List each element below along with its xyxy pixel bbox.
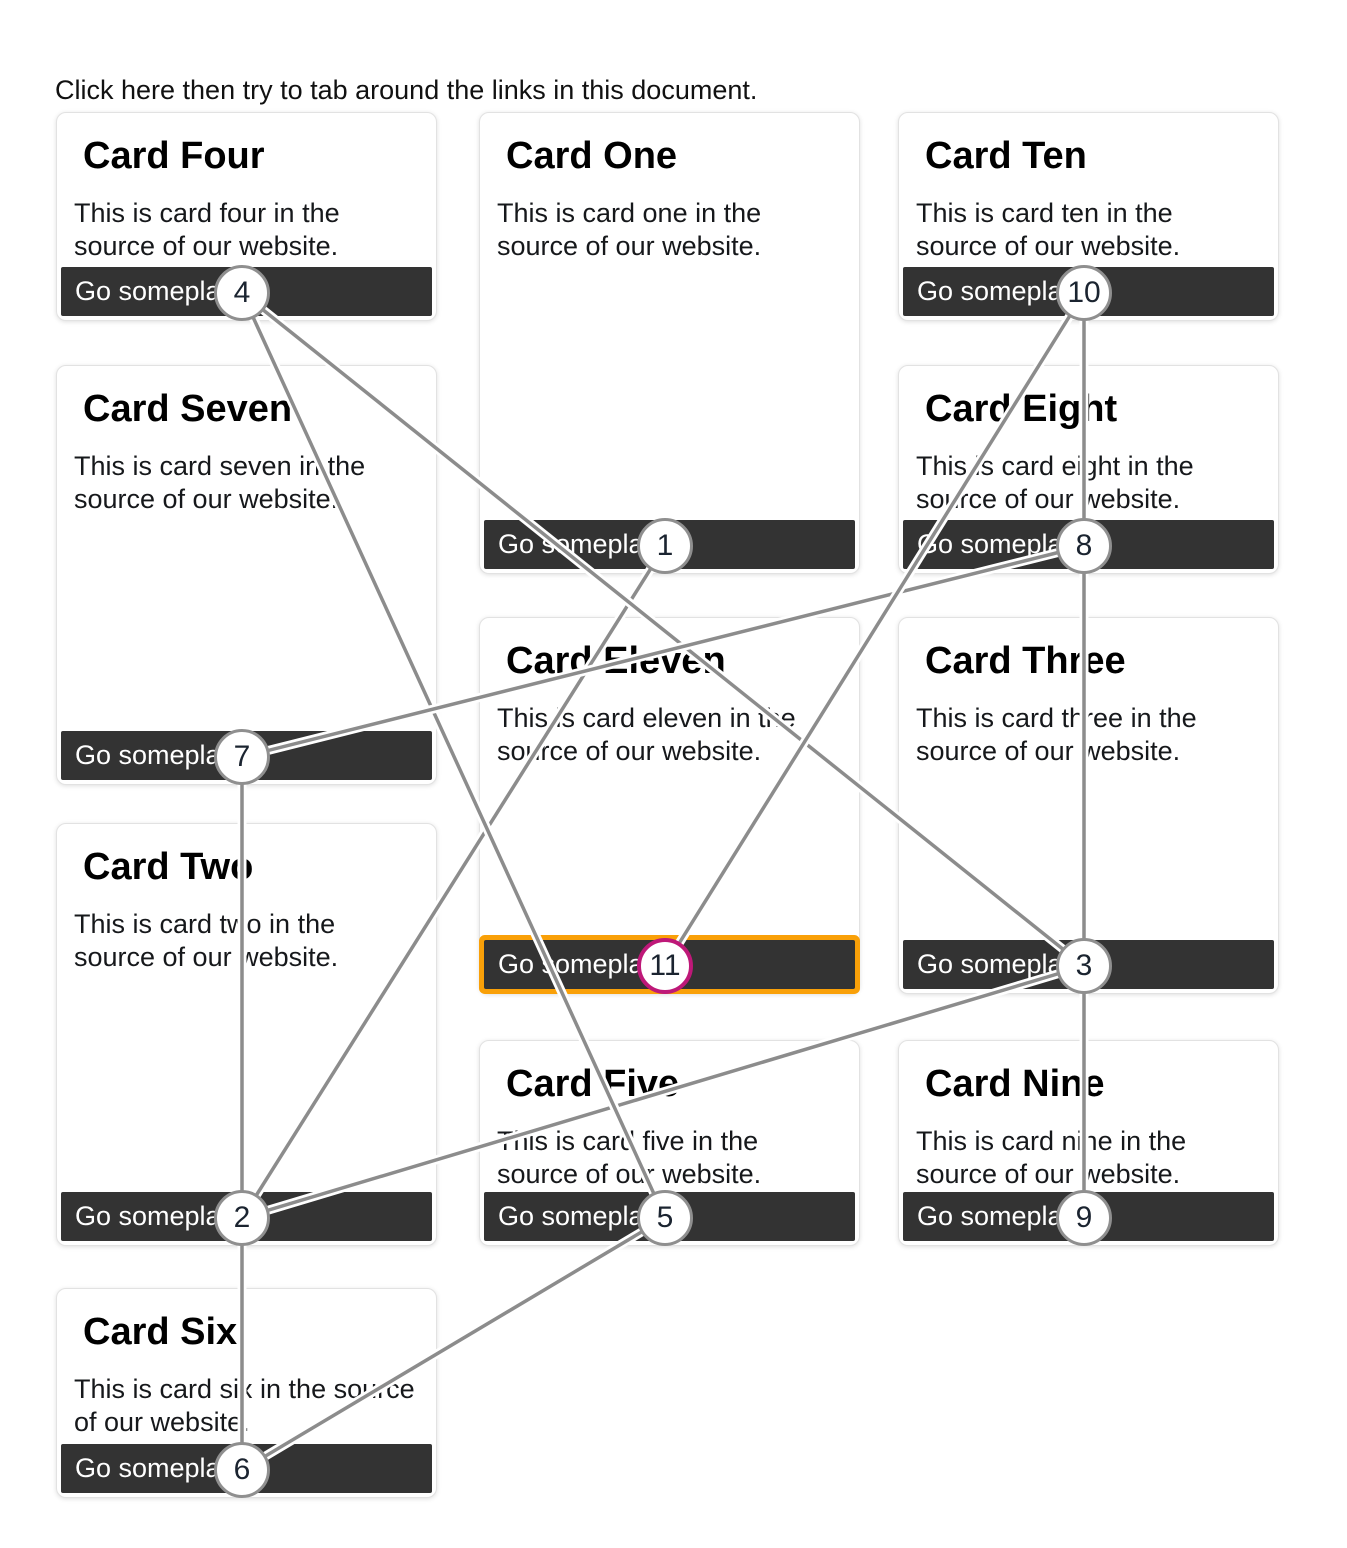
tab-order-badge-9: 9 xyxy=(1056,1190,1112,1246)
card-title: Card Seven xyxy=(83,388,293,430)
card-title: Card Eleven xyxy=(506,640,726,682)
card-body-text: This is card four in the source of our w… xyxy=(74,198,340,261)
card-body-text: This is card ten in the source of our we… xyxy=(916,198,1181,261)
card-body-text: This is card six in the source of our we… xyxy=(74,1374,415,1437)
card-title: Card Nine xyxy=(925,1063,1105,1105)
card-title: Card Two xyxy=(83,846,254,888)
tab-order-badge-1: 1 xyxy=(637,518,693,574)
card-body-text: This is card eleven in the source of our… xyxy=(497,703,796,766)
card-title: Card Ten xyxy=(925,135,1087,177)
tab-order-badge-8: 8 xyxy=(1056,518,1112,574)
card-body-text: This is card seven in the source of our … xyxy=(74,451,366,514)
card-title: Card Three xyxy=(925,640,1126,682)
card-body-text: This is card nine in the source of our w… xyxy=(916,1126,1187,1189)
tab-order-badge-2: 2 xyxy=(214,1190,270,1246)
card-title: Card Eight xyxy=(925,388,1118,430)
card-body-text: This is card two in the source of our we… xyxy=(74,909,339,972)
card-title: Card One xyxy=(506,135,678,177)
instruction-text: Click here then try to tab around the li… xyxy=(55,75,758,105)
card-body-text: This is card eight in the source of our … xyxy=(916,451,1194,514)
tab-order-badge-6: 6 xyxy=(214,1442,270,1498)
tab-order-badge-5: 5 xyxy=(637,1190,693,1246)
card-title: Card Five xyxy=(506,1063,680,1105)
tab-order-badge-10: 10 xyxy=(1056,265,1112,321)
card-title: Card Six xyxy=(83,1311,238,1353)
card-body-text: This is card three in the source of our … xyxy=(916,703,1197,766)
tab-order-badge-7: 7 xyxy=(214,729,270,785)
tab-order-badge-3: 3 xyxy=(1056,938,1112,994)
tab-order-badge-11: 11 xyxy=(637,938,693,994)
card-body-text: This is card five in the source of our w… xyxy=(497,1126,762,1189)
card-body-text: This is card one in the source of our we… xyxy=(497,198,762,261)
tab-order-badge-4: 4 xyxy=(214,265,270,321)
card-title: Card Four xyxy=(83,135,265,177)
